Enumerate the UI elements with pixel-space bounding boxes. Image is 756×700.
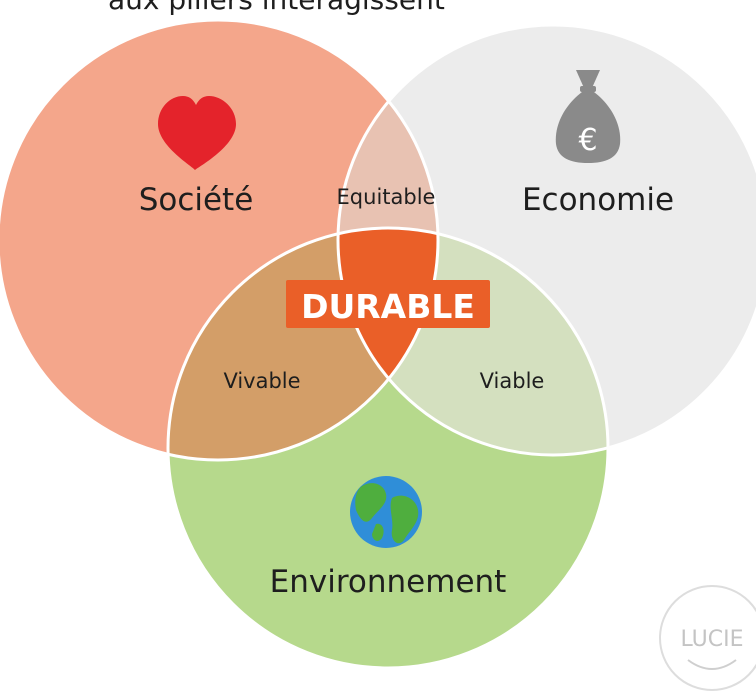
environnement-label: Environnement	[270, 564, 507, 600]
circle-outlines	[0, 18, 756, 670]
durable-badge	[286, 280, 490, 328]
societe-label: Société	[139, 182, 254, 218]
lucie-logo: LUCIE	[659, 585, 756, 691]
equitable-label: Equitable	[337, 185, 436, 209]
heart-icon	[158, 96, 236, 170]
economie-label: Economie	[522, 182, 674, 218]
lucie-logo-text: LUCIE	[680, 627, 743, 652]
earth-globe-icon	[350, 476, 422, 548]
header-text: aux piliers interagissent	[108, 0, 445, 16]
money-bag-icon: €	[555, 70, 621, 163]
euro-symbol: €	[578, 123, 597, 158]
vivable-label: Vivable	[223, 369, 300, 393]
durable-label: DURABLE	[301, 287, 475, 326]
viable-label: Viable	[480, 369, 545, 393]
